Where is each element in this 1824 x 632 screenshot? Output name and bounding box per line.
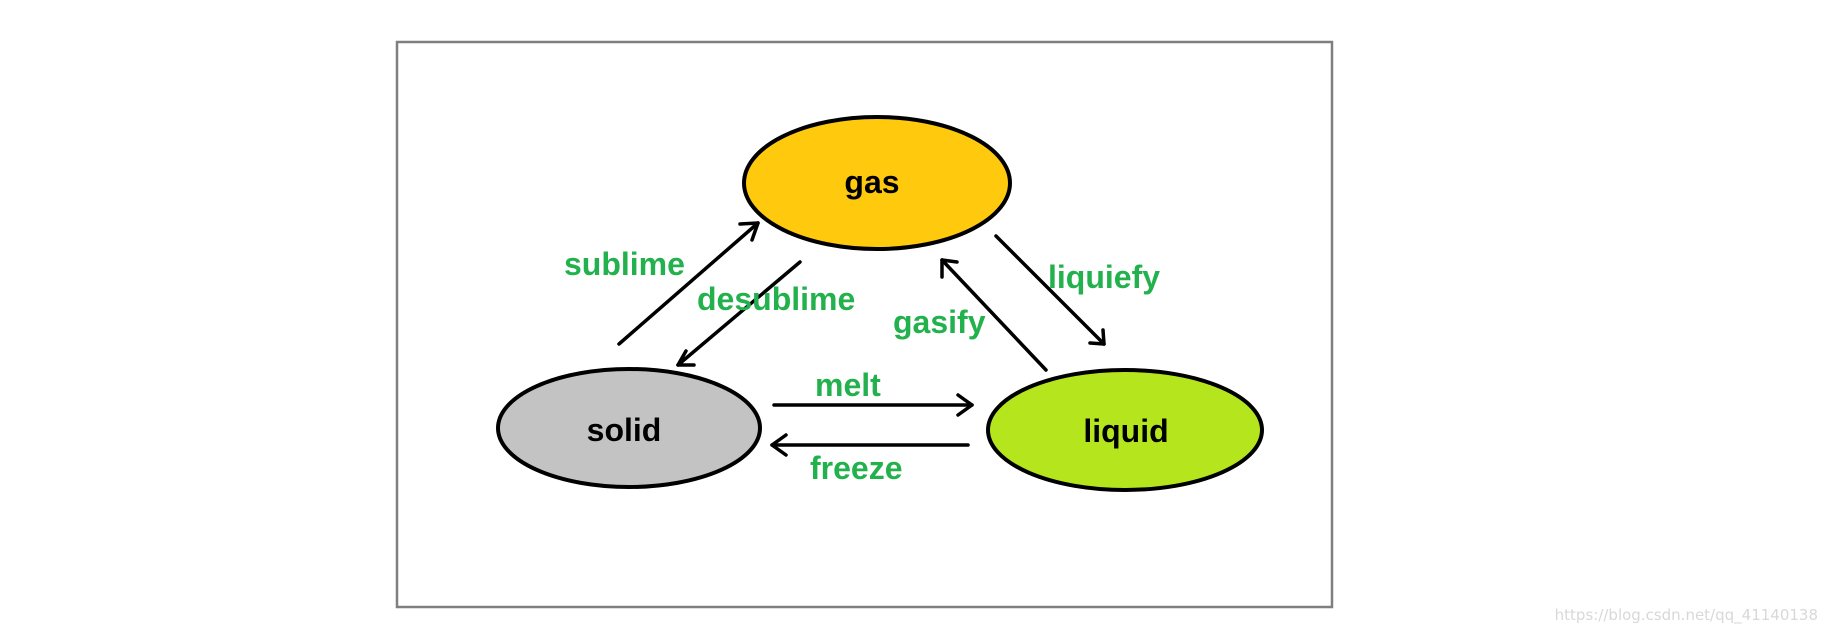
- edge-label-gasify: gasify: [893, 304, 986, 340]
- arrow-melt: [772, 393, 974, 417]
- arrow-liquiefy: [994, 234, 1106, 346]
- node-solid: solid: [496, 367, 762, 489]
- solid-ellipse: [496, 367, 762, 489]
- arrow-desublime: [676, 260, 802, 367]
- arrow-sublime: [617, 221, 760, 346]
- node-gas: gas: [742, 115, 1012, 251]
- solid-label: solid: [587, 412, 662, 448]
- liquid-ellipse: [986, 368, 1264, 492]
- arrow-freeze: [770, 433, 970, 457]
- edge-label-sublime: sublime: [564, 246, 685, 282]
- edge-label-melt: melt: [815, 367, 881, 403]
- node-liquid: liquid: [986, 368, 1264, 492]
- liquid-label: liquid: [1083, 413, 1168, 449]
- arrow-gasify: [940, 258, 1048, 372]
- gas-ellipse: [742, 115, 1012, 251]
- edge-label-freeze: freeze: [810, 450, 903, 486]
- edge-label-liquiefy: liquiefy: [1048, 259, 1160, 295]
- gas-label: gas: [844, 164, 899, 200]
- edge-label-desublime: desublime: [697, 281, 855, 317]
- watermark-text: https://blog.csdn.net/qq_41140138: [1555, 606, 1818, 625]
